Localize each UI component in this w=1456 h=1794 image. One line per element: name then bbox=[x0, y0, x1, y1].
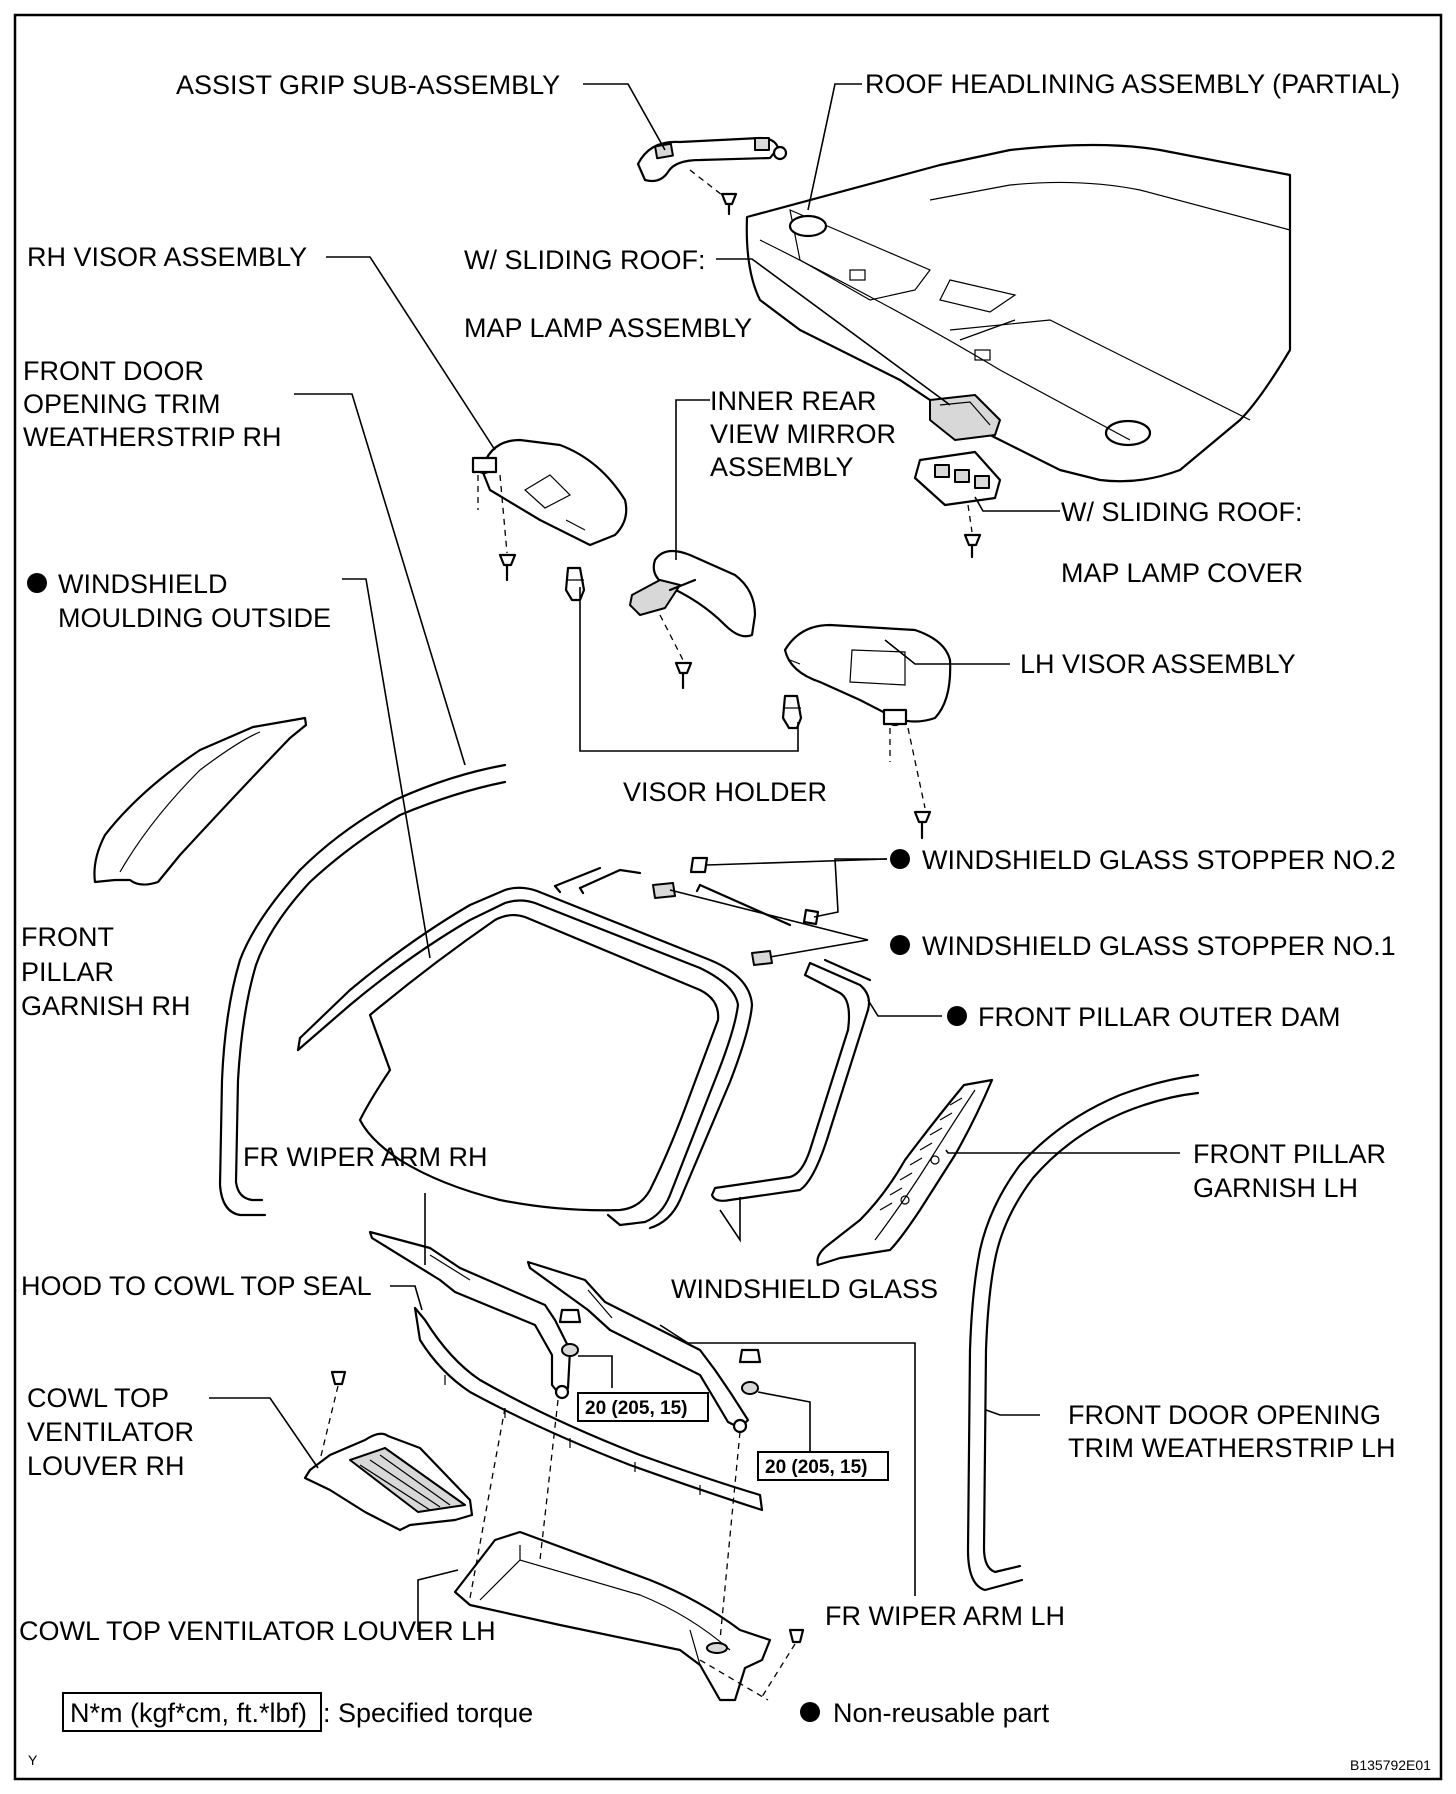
rh-visor-drawing bbox=[471, 438, 628, 582]
front-pillar-garnish-rh-drawing bbox=[93, 716, 308, 886]
label-cowl-louver-rh-1: COWL TOP bbox=[27, 1383, 169, 1413]
legend-non-reusable-marker bbox=[800, 1702, 820, 1722]
non-reusable-marker-outer-dam bbox=[947, 1006, 967, 1026]
label-front-door-trim-lh-2: TRIM WEATHERSTRIP LH bbox=[1068, 1433, 1396, 1463]
label-visor-holder: VISOR HOLDER bbox=[623, 777, 827, 807]
wiper-arm-lh-drawing bbox=[526, 1260, 750, 1434]
windshield-glass-drawing bbox=[358, 913, 720, 1212]
label-windshield-moulding-2: MOULDING OUTSIDE bbox=[58, 603, 331, 633]
label-roof-headlining: ROOF HEADLINING ASSEMBLY (PARTIAL) bbox=[865, 69, 1400, 99]
torque-value-1: 20 (205, 15) bbox=[585, 1398, 687, 1419]
footer-left-code: Y bbox=[28, 1752, 38, 1768]
front-pillar-garnish-lh-drawing bbox=[816, 1078, 994, 1267]
glass-stoppers-drawing bbox=[652, 856, 820, 966]
label-fr-wiper-arm-rh: FR WIPER ARM RH bbox=[243, 1142, 488, 1172]
legend-torque-unit: N*m (kgf*cm, ft.*lbf) bbox=[70, 1698, 307, 1728]
figure-id: B135792E01 bbox=[1350, 1757, 1431, 1773]
wiper-nuts-drawing bbox=[558, 1308, 762, 1395]
label-inner-mirror-2: VIEW MIRROR bbox=[710, 419, 896, 449]
diagram-frame bbox=[13, 13, 1443, 1781]
assist-grip-drawing bbox=[636, 136, 788, 216]
label-hood-cowl-seal: HOOD TO COWL TOP SEAL bbox=[21, 1271, 372, 1301]
label-stopper-no2: WINDSHIELD GLASS STOPPER NO.2 bbox=[922, 845, 1396, 875]
label-cowl-louver-rh-3: LOUVER RH bbox=[27, 1451, 185, 1481]
label-lh-visor: LH VISOR ASSEMBLY bbox=[1020, 649, 1296, 679]
torque-box-1 bbox=[577, 1392, 709, 1422]
visor-holder-left-drawing bbox=[564, 566, 586, 602]
front-pillar-outer-dam-drawing bbox=[553, 866, 872, 1202]
label-front-pillar-garnish-lh-2: GARNISH LH bbox=[1193, 1173, 1358, 1203]
non-reusable-marker-moulding bbox=[27, 573, 47, 593]
label-front-door-trim-rh-3: WEATHERSTRIP RH bbox=[23, 422, 282, 452]
visor-holder-right-drawing bbox=[781, 694, 803, 730]
label-stopper-no1: WINDSHIELD GLASS STOPPER NO.1 bbox=[922, 931, 1396, 961]
roof-headlining-drawing bbox=[745, 143, 1292, 483]
label-front-pillar-garnish-rh-2: PILLAR bbox=[21, 957, 114, 987]
label-front-door-trim-rh-2: OPENING TRIM bbox=[23, 389, 221, 419]
label-cowl-louver-rh-2: VENTILATOR bbox=[27, 1417, 194, 1447]
label-assist-grip: ASSIST GRIP SUB-ASSEMBLY bbox=[176, 70, 560, 100]
non-reusable-marker-stopper-1 bbox=[890, 935, 910, 955]
label-front-door-trim-lh-1: FRONT DOOR OPENING bbox=[1068, 1400, 1381, 1430]
label-map-lamp-assembly: MAP LAMP ASSEMBLY bbox=[464, 313, 752, 343]
hood-cowl-seal-drawing bbox=[413, 1306, 764, 1512]
dash-mount-2 bbox=[539, 1399, 559, 1561]
label-windshield-moulding-1: WINDSHIELD bbox=[58, 569, 228, 599]
label-front-pillar-garnish-rh-1: FRONT bbox=[21, 922, 114, 952]
legend-torque-desc: : Specified torque bbox=[323, 1698, 533, 1728]
cowl-louver-lh-drawing bbox=[453, 1530, 805, 1702]
cowl-louver-rh-drawing bbox=[303, 1370, 474, 1532]
dash-mount-4 bbox=[699, 1659, 769, 1701]
non-reusable-marker-stopper-2 bbox=[890, 849, 910, 869]
label-map-lamp-cover: MAP LAMP COVER bbox=[1061, 558, 1303, 588]
label-front-door-trim-rh-1: FRONT DOOR bbox=[23, 356, 204, 386]
door-trim-weatherstrip-lh-drawing bbox=[966, 1073, 1200, 1592]
label-cowl-louver-lh: COWL TOP VENTILATOR LOUVER LH bbox=[19, 1616, 496, 1646]
label-rh-visor: RH VISOR ASSEMBLY bbox=[27, 242, 307, 272]
map-lamp-drawing bbox=[929, 394, 1001, 441]
leader-lines bbox=[209, 83, 1180, 1632]
wiper-arm-rh-drawing bbox=[368, 1230, 572, 1400]
label-front-pillar-garnish-lh-1: FRONT PILLAR bbox=[1193, 1139, 1386, 1169]
legend-non-reusable: Non-reusable part bbox=[833, 1698, 1050, 1728]
door-trim-weatherstrip-rh-drawing bbox=[218, 763, 507, 1217]
inner-mirror-drawing bbox=[629, 549, 757, 690]
dash-mount-3 bbox=[719, 1431, 741, 1641]
lh-visor-drawing bbox=[783, 623, 952, 840]
label-front-pillar-garnish-rh-3: GARNISH RH bbox=[21, 991, 191, 1021]
label-inner-mirror-1: INNER REAR bbox=[710, 386, 877, 416]
label-sliding-roof-2: W/ SLIDING ROOF: bbox=[1061, 497, 1303, 527]
torque-box-2 bbox=[757, 1451, 889, 1481]
map-lamp-cover-drawing bbox=[913, 450, 1002, 559]
label-fr-wiper-arm-lh: FR WIPER ARM LH bbox=[825, 1601, 1065, 1631]
label-front-pillar-outer-dam: FRONT PILLAR OUTER DAM bbox=[978, 1002, 1341, 1032]
torque-value-2: 20 (205, 15) bbox=[765, 1457, 867, 1478]
label-sliding-roof-1: W/ SLIDING ROOF: bbox=[464, 245, 706, 275]
label-inner-mirror-3: ASSEMBLY bbox=[710, 452, 854, 482]
label-windshield-glass: WINDSHIELD GLASS bbox=[671, 1274, 938, 1304]
legend-torque-box bbox=[62, 1692, 322, 1732]
